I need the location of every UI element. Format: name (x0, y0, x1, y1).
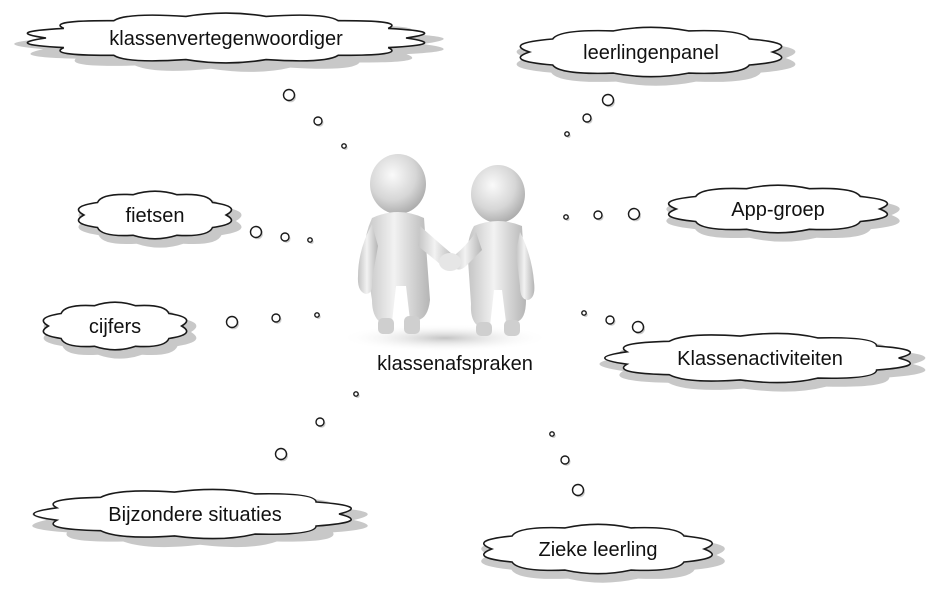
cloud-label-zieke-leerling: Zieke leerling (539, 539, 658, 561)
clouds-layer: klassenvertegenwoordiger leerlingenpanel f… (14, 12, 926, 583)
thought-bubble (274, 447, 288, 461)
thought-bubble (582, 113, 592, 123)
right-person-figure (451, 165, 535, 336)
cloud-klassenvertegenwoordiger: klassenvertegenwoordiger (14, 12, 444, 72)
thought-bubble (564, 131, 570, 137)
thought-bubble (353, 391, 359, 397)
cloud-label-klassenvertegenwoordiger: klassenvertegenwoordiger (109, 28, 343, 50)
thought-bubble (593, 210, 603, 220)
cloud-label-bijzondere-situaties: Bijzondere situaties (108, 504, 281, 526)
handshake-icon (439, 253, 461, 271)
cloud-cijfers: cijfers (42, 301, 197, 359)
thought-bubble-trail (564, 93, 615, 138)
center-label: klassenafspraken (377, 353, 533, 375)
thought-bubble (307, 237, 313, 243)
thought-bubble (282, 88, 296, 102)
cloud-zieke-leerling: Zieke leerling (481, 523, 725, 583)
cloud-shape (519, 26, 783, 78)
thought-bubble (560, 455, 570, 465)
cloud-label-leerlingenpanel: leerlingenpanel (583, 42, 719, 64)
cloud-klassenactiviteiten: Klassenactiviteiten (599, 332, 926, 392)
thought-bubble (605, 315, 615, 325)
cloud-shape (42, 301, 188, 351)
thought-bubble (549, 431, 555, 437)
thought-bubble (581, 310, 587, 316)
thought-bubble-trail (581, 310, 645, 335)
cloud-shape (33, 488, 352, 540)
thought-bubble-trail (274, 391, 360, 462)
cloud-shape (77, 190, 233, 240)
thought-bubble (571, 483, 585, 497)
thought-bubble (314, 312, 320, 318)
thought-bubble (315, 417, 325, 427)
thought-bubble (271, 313, 281, 323)
thought-bubble (601, 93, 615, 107)
thought-bubble-trail (549, 431, 585, 498)
cloud-label-klassenactiviteiten: Klassenactiviteiten (677, 348, 843, 370)
thought-bubble-trail (563, 207, 641, 222)
thought-bubble-trail (249, 225, 314, 244)
cloud-leerlingenpanel: leerlingenpanel (516, 26, 796, 86)
cloud-label-fietsen: fietsen (126, 205, 185, 227)
thought-bubble (341, 143, 347, 149)
cloud-shape (667, 184, 889, 234)
thought-bubbles-layer (225, 88, 645, 498)
cloud-fietsen: fietsen (77, 190, 242, 248)
cloud-label-app-groep: App-groep (731, 199, 824, 221)
thought-bubble (563, 214, 569, 220)
thought-bubble (249, 225, 263, 239)
cloud-shape (483, 523, 713, 575)
cloud-shape (604, 332, 912, 384)
thought-bubble (627, 207, 641, 221)
thought-bubble (280, 232, 290, 242)
two-people-shaking-hands-icon (340, 154, 550, 352)
left-person-figure (357, 154, 455, 334)
thought-bubble (313, 116, 323, 126)
thought-bubble (631, 320, 645, 334)
cloud-shape (26, 12, 426, 64)
thought-bubble-trail (225, 312, 321, 330)
thought-bubble-trail (282, 88, 348, 150)
thought-bubble (225, 315, 239, 329)
cloud-label-cijfers: cijfers (89, 316, 141, 338)
cloud-bijzondere-situaties: Bijzondere situaties (32, 488, 368, 548)
cloud-app-groep: App-groep (666, 184, 900, 242)
